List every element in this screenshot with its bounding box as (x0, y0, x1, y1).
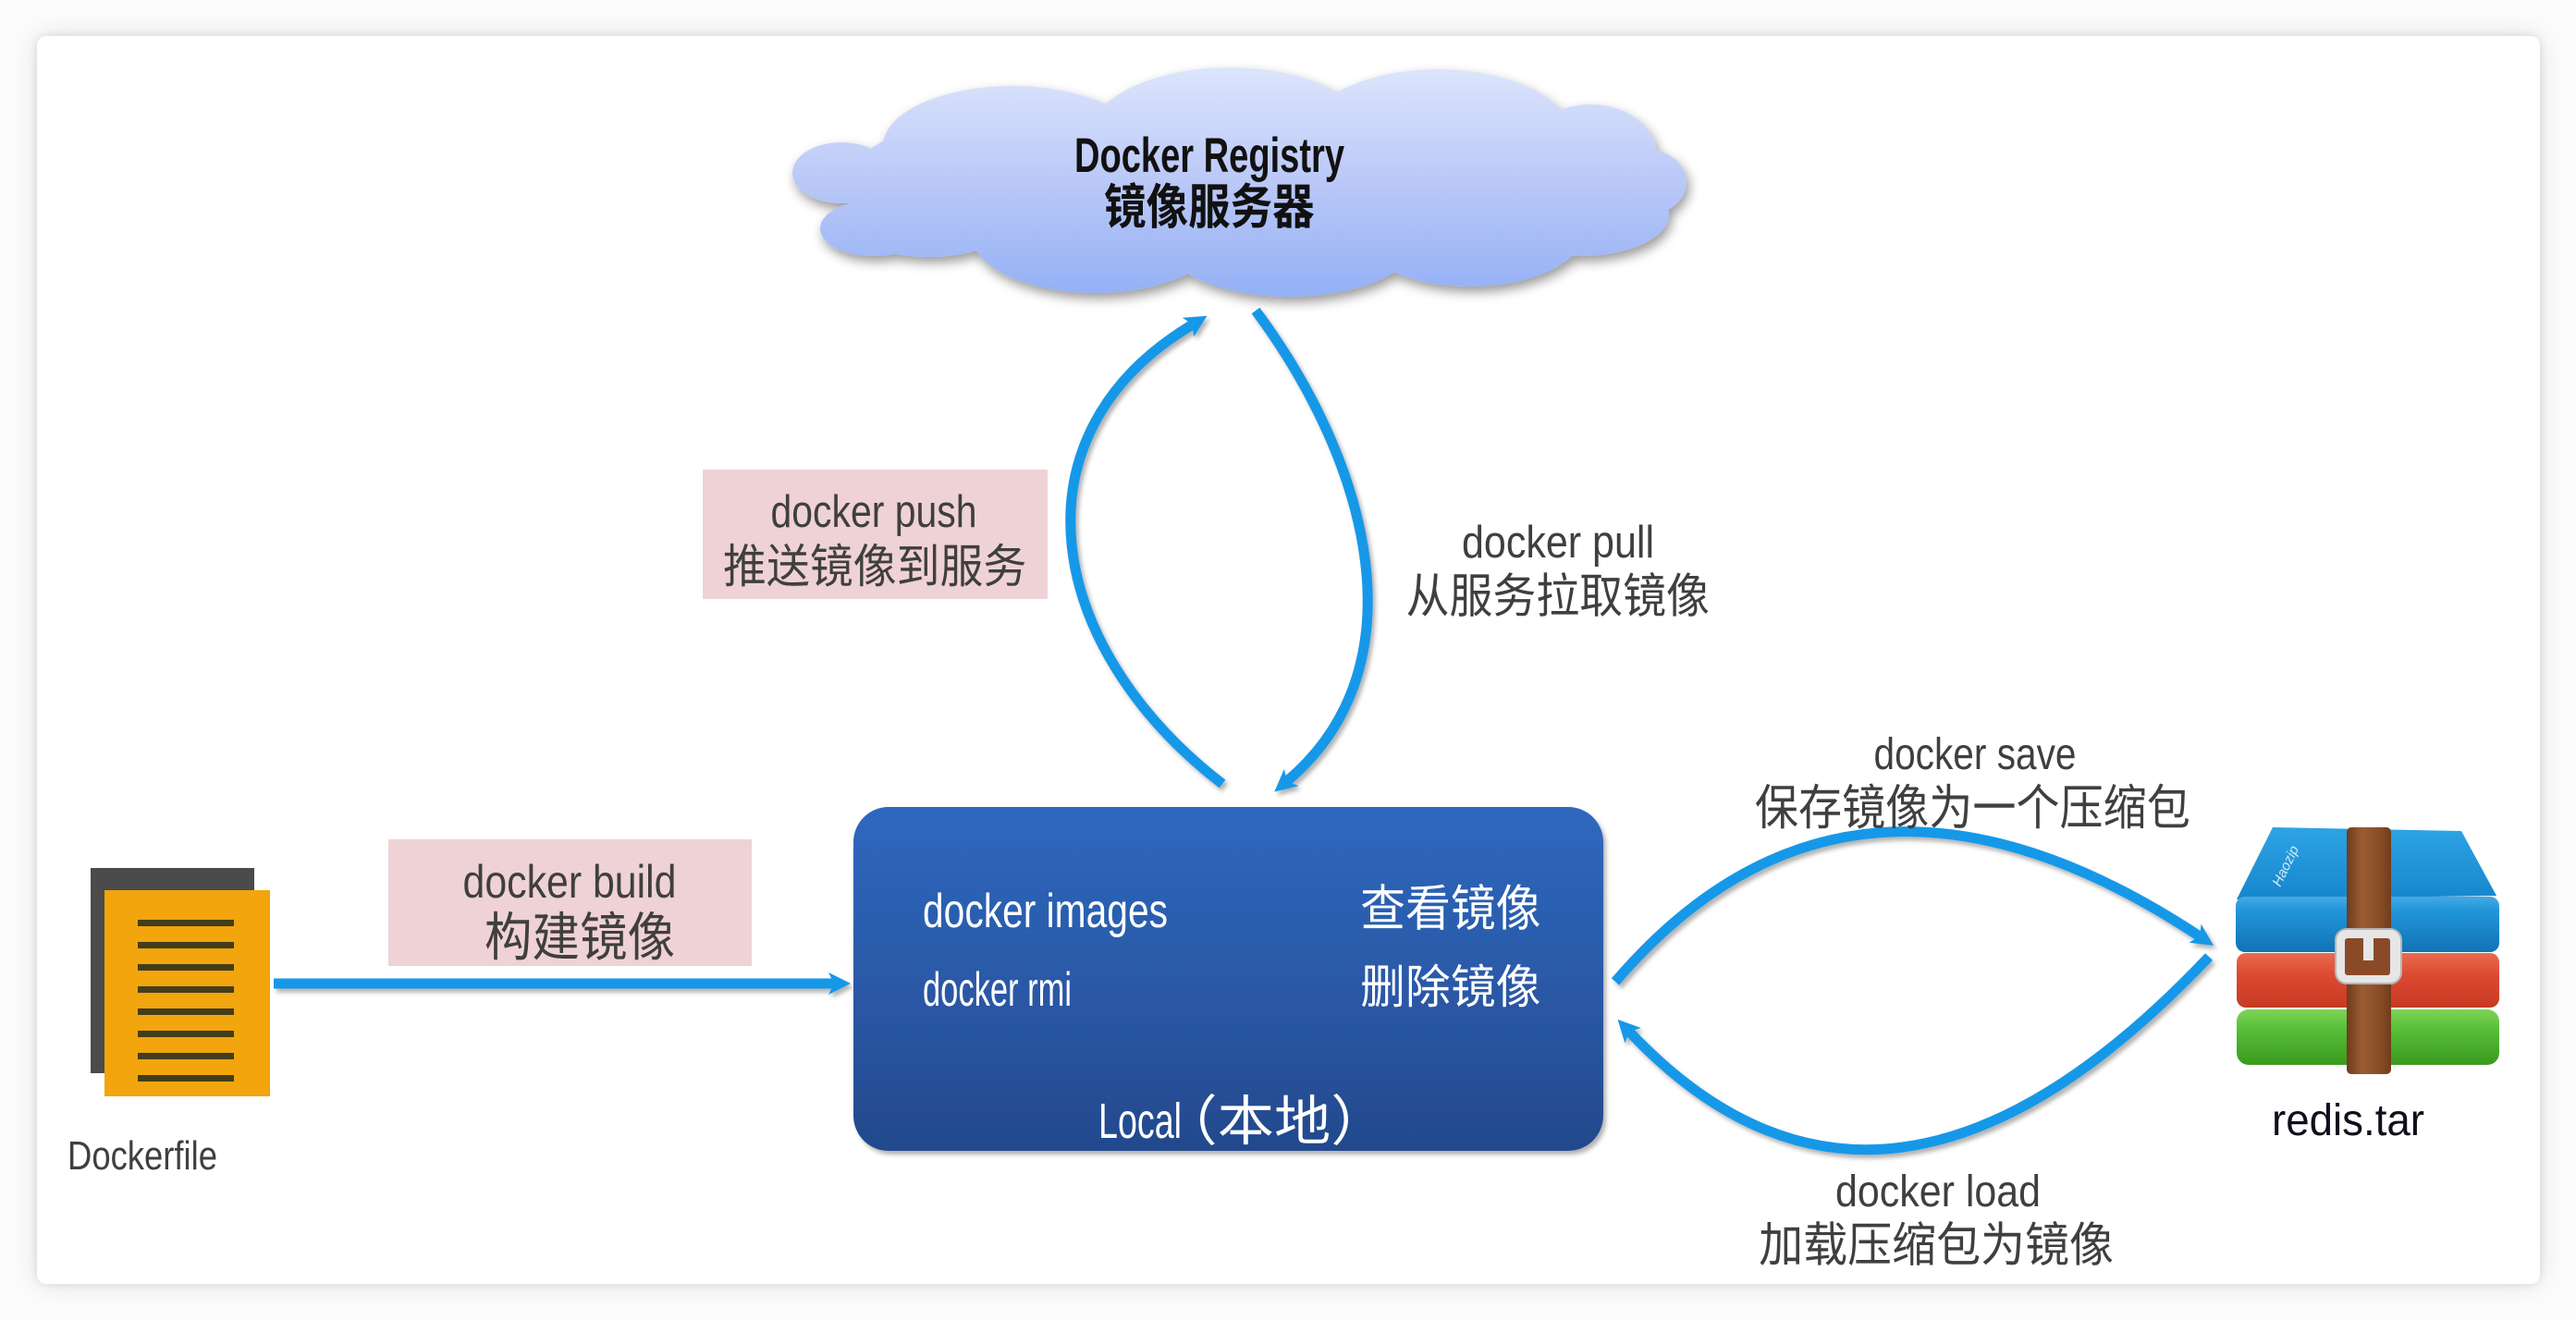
svg-text:redis.tar: redis.tar (2272, 1096, 2424, 1145)
svg-text:Local: Local (1098, 1094, 1182, 1149)
svg-text:docker images: docker images (923, 885, 1168, 938)
svg-text:docker pull: docker pull (1462, 518, 1654, 568)
svg-text:docker load: docker load (1835, 1167, 2041, 1216)
svg-text:docker push: docker push (771, 487, 977, 537)
svg-text:Dockerfile: Dockerfile (67, 1133, 217, 1179)
svg-text:Docker Registry: Docker Registry (1074, 128, 1344, 183)
svg-text:docker rmi: docker rmi (923, 963, 1072, 1017)
svg-text:docker build: docker build (463, 856, 677, 908)
svg-text:docker save: docker save (1874, 730, 2077, 779)
